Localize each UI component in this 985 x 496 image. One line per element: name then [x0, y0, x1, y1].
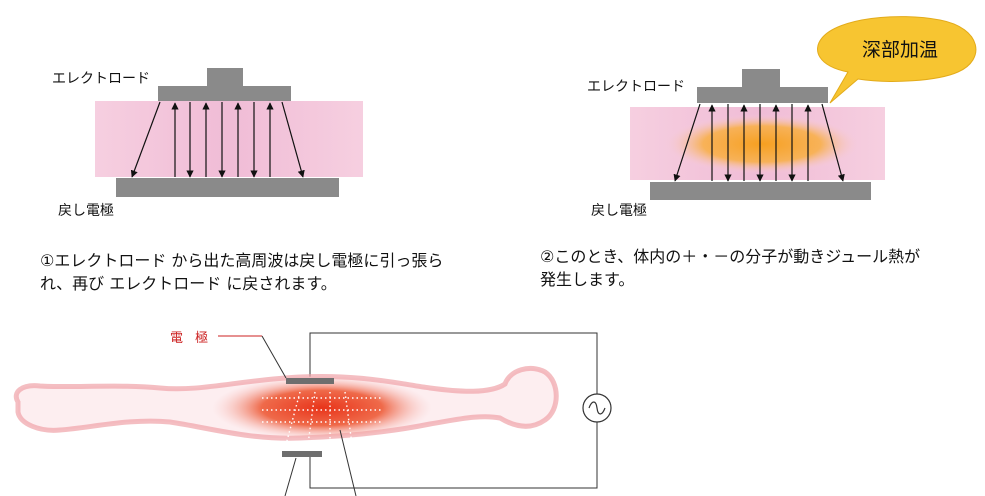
panel2-caption-line2: 発生します。	[540, 270, 635, 289]
panel2-return-electrode-label: 戻し電極	[591, 203, 647, 219]
panel1-field-arrows	[130, 101, 305, 178]
body-top-electrode	[286, 378, 334, 384]
panel1-tissue	[95, 101, 363, 177]
body-bottom-electrode	[282, 451, 322, 457]
panel2-field-arrows	[673, 103, 845, 182]
body-heat-zone	[212, 376, 432, 440]
panel1-diagram	[95, 68, 363, 197]
panel1-electrode-label: エレクトロード	[52, 71, 150, 87]
panel2-heat-zone	[664, 114, 860, 174]
panel2-electrode-label: エレクトロード	[587, 79, 685, 95]
panel2-diagram	[630, 16, 977, 200]
speech-bubble-text: 深部加温	[862, 39, 939, 61]
panel2-electrode-top	[697, 87, 828, 103]
body-heat-dots	[262, 391, 382, 453]
panel1-caption-line1: ①エレクトロード から出た高周波は戻し電極に引っ張ら	[40, 251, 444, 270]
panel1-return-electrode-label: 戻し電極	[58, 203, 114, 219]
panel2-electrode-top-knob	[742, 69, 780, 89]
panel1-caption-line2: れ、再び エレクトロード に戻されます。	[40, 274, 337, 293]
panel2-caption-line1: ②このとき、体内の＋・－の分子が動きジュール熱が	[540, 247, 921, 266]
panel1-return-electrode	[116, 178, 339, 197]
panel3-body-diagram	[13, 332, 612, 496]
panel1-electrode-top	[158, 86, 291, 101]
panel2-return-electrode	[650, 182, 871, 200]
panel1-electrode-top-knob	[207, 68, 243, 88]
speech-bubble	[817, 16, 977, 104]
body-electrode-label: 電 極	[170, 331, 213, 346]
